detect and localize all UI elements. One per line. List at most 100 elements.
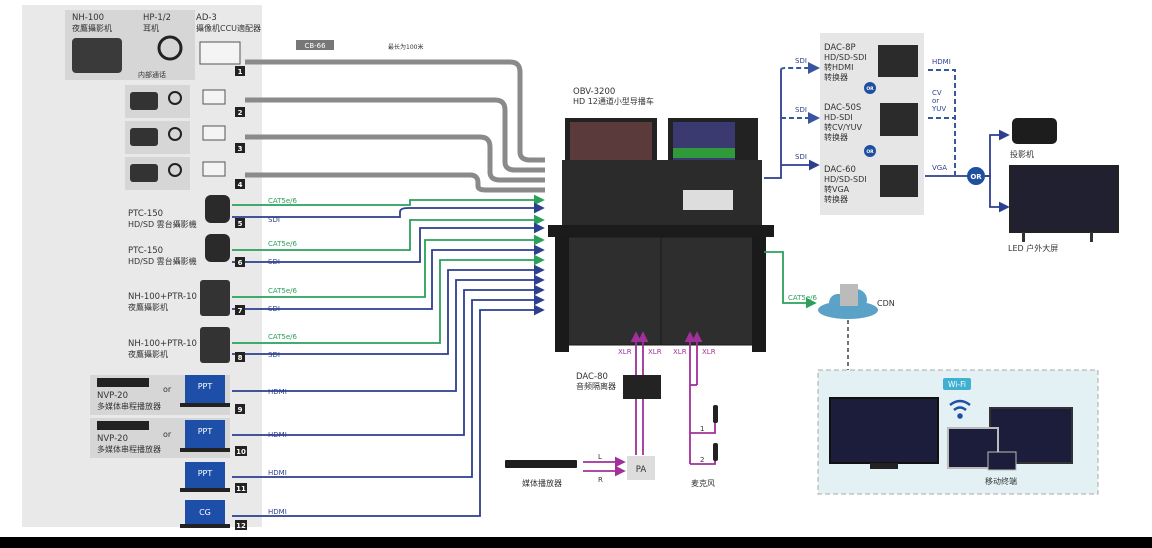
svg-text:or: or [163, 430, 172, 439]
audio-isolator-icon [623, 375, 661, 399]
svg-text:HD/SD 雲台攝影機: HD/SD 雲台攝影機 [128, 219, 197, 229]
led-label: LED 户外大屏 [1008, 243, 1058, 253]
svg-text:转换器: 转换器 [824, 194, 848, 204]
laptop-12: CG 12 HDMI [180, 500, 287, 530]
max-length-label: 最长为100米 [388, 43, 423, 51]
svg-text:4: 4 [238, 181, 243, 189]
svg-text:DAC-50S: DAC-50S [824, 103, 861, 113]
svg-text:HDMI: HDMI [268, 469, 287, 477]
left-channel-label: L [598, 453, 602, 461]
svg-text:9: 9 [238, 406, 243, 414]
svg-text:or: or [932, 97, 939, 105]
svg-text:DAC-8P: DAC-8P [824, 43, 856, 53]
svg-text:HDMI: HDMI [268, 508, 287, 516]
converter-output-wires [925, 69, 1010, 213]
svg-text:PPT: PPT [198, 382, 213, 391]
svg-text:多媒体串程播放器: 多媒体串程播放器 [97, 401, 161, 411]
projector-icon [1012, 118, 1057, 144]
svg-text:SDI: SDI [268, 305, 280, 313]
svg-text:CAT5e/6: CAT5e/6 [268, 240, 298, 248]
svg-text:OR: OR [970, 173, 982, 181]
or-badge-2 [864, 145, 876, 157]
wifi-badge [943, 378, 971, 390]
ccu-adapter-icon [199, 41, 241, 65]
camera-row-4: 4 [130, 161, 245, 189]
ccu-name: 攝像机CCU適配器 [196, 23, 261, 33]
svg-text:CG: CG [199, 508, 211, 517]
svg-text:7: 7 [238, 307, 243, 315]
ccu-cables [245, 59, 545, 193]
svg-text:YUV: YUV [931, 105, 946, 113]
phone-icon [987, 451, 1017, 471]
svg-text:NVP-20: NVP-20 [97, 434, 128, 444]
svg-text:转CV/YUV: 转CV/YUV [824, 122, 862, 132]
svg-text:HD-SDI: HD-SDI [824, 113, 853, 122]
sdi-feed [764, 62, 820, 179]
cdn-cloud-icon [818, 284, 878, 319]
ptz-8: NH-100+PTR-10 夜鷹攝影机 8 CAT5e/6 SDI [128, 327, 298, 363]
svg-text:夜鷹攝影机: 夜鷹攝影机 [128, 302, 168, 312]
cdn-label: CDN [877, 299, 895, 308]
svg-text:CAT5e/6: CAT5e/6 [268, 197, 298, 205]
svg-text:3: 3 [238, 145, 243, 153]
or-badge-outputs [967, 167, 985, 185]
cable-label: CB-66 [304, 42, 326, 50]
camera-icon [72, 38, 122, 73]
xlr-label-2: XLR [648, 348, 662, 356]
svg-text:CAT5e/6: CAT5e/6 [268, 287, 298, 295]
svg-text:CAT5e/6: CAT5e/6 [268, 333, 298, 341]
svg-text:SDI: SDI [268, 258, 280, 266]
svg-text:NVP-20: NVP-20 [97, 391, 128, 401]
svg-text:PTC-150: PTC-150 [128, 209, 163, 219]
ptz-6: PTC-150 HD/SD 雲台攝影機 6 CAT5e/6 SDI [128, 234, 298, 267]
svg-text:PPT: PPT [198, 469, 213, 478]
sdi-label-1: SDI [795, 57, 807, 65]
isolator-model: DAC-80 [576, 372, 608, 382]
svg-text:or: or [163, 385, 172, 394]
svg-text:HDMI: HDMI [932, 58, 951, 66]
microphone-icon-2 [713, 443, 718, 461]
svg-text:12: 12 [236, 522, 246, 530]
mobile-label: 移动终端 [985, 476, 1017, 486]
sdi-label-3: SDI [795, 153, 807, 161]
svg-text:NH-100+PTR-10: NH-100+PTR-10 [128, 292, 197, 302]
svg-text:转HDMI: 转HDMI [824, 62, 853, 72]
pa-label: PA [636, 465, 647, 475]
svg-text:转换器: 转换器 [824, 72, 848, 82]
svg-text:Wi-Fi: Wi-Fi [948, 380, 966, 389]
svg-text:2: 2 [238, 109, 243, 117]
ccu-model: AD-3 [196, 13, 217, 23]
svg-text:HDMI: HDMI [268, 388, 287, 396]
sdi-label-2: SDI [795, 106, 807, 114]
svg-text:HD/SD-SDI: HD/SD-SDI [824, 175, 867, 184]
player-9: NVP-20 多媒体串程播放器 or PPT 9 HDMI [97, 375, 287, 414]
svg-text:8: 8 [238, 354, 243, 362]
svg-text:6: 6 [238, 259, 243, 267]
ptz-5: PTC-150 HD/SD 雲台攝影機 5 CAT5e/6 SDI [128, 195, 298, 229]
headset-icon [157, 35, 183, 61]
camera-row-3: 3 [130, 125, 245, 153]
player-10: NVP-20 多媒体串程播放器 or PPT 10 HDMI [97, 420, 287, 456]
right-channel-label: R [598, 476, 603, 484]
converter-dac-60: DAC-60 HD/SD-SDI 转VGA 转换器 VGA [824, 164, 947, 204]
center-model: OBV-3200 [573, 87, 615, 97]
camera1-model: NH-100 [72, 13, 104, 23]
input-number: 1 [238, 68, 243, 76]
converter-dac-50s: DAC-50S HD-SDI 转CV/YUV 转换器 CV or YUV [824, 89, 946, 142]
svg-text:夜鷹攝影机: 夜鷹攝影机 [128, 349, 168, 359]
svg-text:转换器: 转换器 [824, 132, 848, 142]
mic-label: 麦克风 [691, 478, 715, 488]
mic1-label: 1 [700, 425, 704, 433]
microphone-icon-1 [713, 405, 718, 423]
camera-row-2: 2 [130, 89, 245, 117]
wifi-icon [949, 399, 971, 419]
svg-text:CV: CV [932, 89, 942, 97]
led-screen [1009, 165, 1119, 233]
svg-text:PTC-150: PTC-150 [128, 246, 163, 256]
svg-text:PPT: PPT [198, 427, 213, 436]
svg-text:HD/SD 雲台攝影機: HD/SD 雲台攝影機 [128, 256, 197, 266]
camera1-name: 夜鷹攝影机 [72, 23, 112, 33]
center-name: HD 12通道小型导播车 [573, 96, 654, 106]
svg-text:NH-100+PTR-10: NH-100+PTR-10 [128, 339, 197, 349]
